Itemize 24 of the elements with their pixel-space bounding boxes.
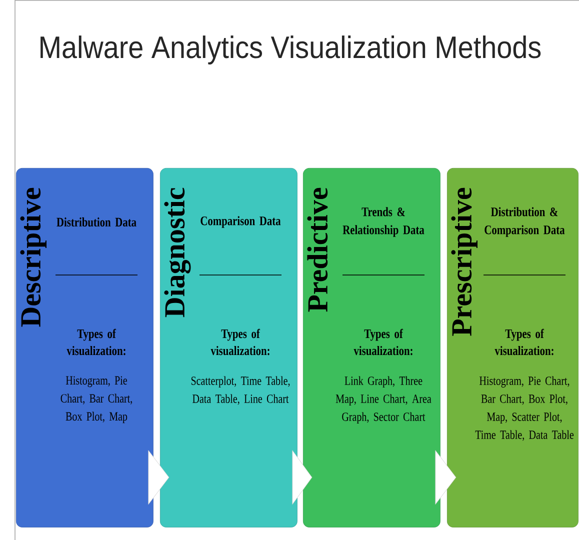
vertical-label: Descriptive bbox=[20, 188, 46, 327]
vertical-label: Prescriptive bbox=[451, 188, 478, 336]
heading: Trends & Relationship Data bbox=[342, 207, 424, 237]
heading: Distribution Data bbox=[56, 217, 136, 227]
stage-box bbox=[447, 168, 578, 528]
stage-box bbox=[160, 168, 298, 528]
subheading: Types of visualization: bbox=[354, 328, 412, 356]
chevron-arrow bbox=[148, 450, 170, 505]
stage-box bbox=[16, 168, 154, 528]
subheading: Types of visualization: bbox=[210, 328, 270, 356]
title: Malware Analytics Visualization Methods bbox=[40, 36, 541, 64]
chevron-arrow bbox=[435, 450, 456, 505]
subheading: Types of visualization: bbox=[66, 328, 126, 356]
subheading: Types of visualization: bbox=[494, 328, 554, 356]
stage-box bbox=[303, 168, 440, 528]
item-list: Scatterplot, Time Table, Data Table, Line Chart bbox=[191, 376, 290, 405]
heading: Distribution & Comparison Data bbox=[484, 207, 565, 237]
item-list: Link Graph, Three Map, Line Chart, Area Graph, Sector Chart bbox=[336, 376, 432, 424]
heading: Comparison Data bbox=[200, 216, 281, 228]
chevron-arrow bbox=[292, 450, 312, 505]
vertical-label: Predictive bbox=[307, 188, 328, 312]
item-list: Histogram, Pie Chart, Bar Chart, Box Plot, Map bbox=[60, 376, 132, 424]
item-list: Histogram, Pie Chart, Bar Chart, Box Plot, Map, Scatter Plot, Time Table, Data Table bbox=[475, 376, 574, 441]
vertical-label: Diagnostic bbox=[164, 188, 191, 318]
